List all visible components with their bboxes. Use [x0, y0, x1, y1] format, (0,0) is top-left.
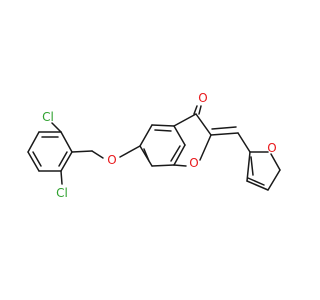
molecule-canvas: O O O O Cl Cl [27, 91, 281, 200]
benzene-ring-core [139, 124, 186, 167]
furanone-ring [173, 105, 212, 167]
furan-ring [246, 151, 281, 191]
ether-linkage [71, 145, 141, 159]
chlorine-top-label: Cl [42, 110, 54, 124]
structure-diagram: O O O O Cl Cl [27, 91, 281, 200]
furan-oxygen-label: O [267, 141, 276, 155]
atom-labels: O O O O Cl Cl [42, 91, 277, 200]
dichlorophenyl-ring [27, 122, 73, 185]
exocyclic-alkene [210, 126, 251, 153]
ring-oxygen-label: O [189, 156, 198, 170]
ether-oxygen-label: O [107, 153, 116, 167]
chlorine-bottom-label: Cl [56, 186, 68, 200]
carbonyl-oxygen-label: O [198, 91, 207, 105]
